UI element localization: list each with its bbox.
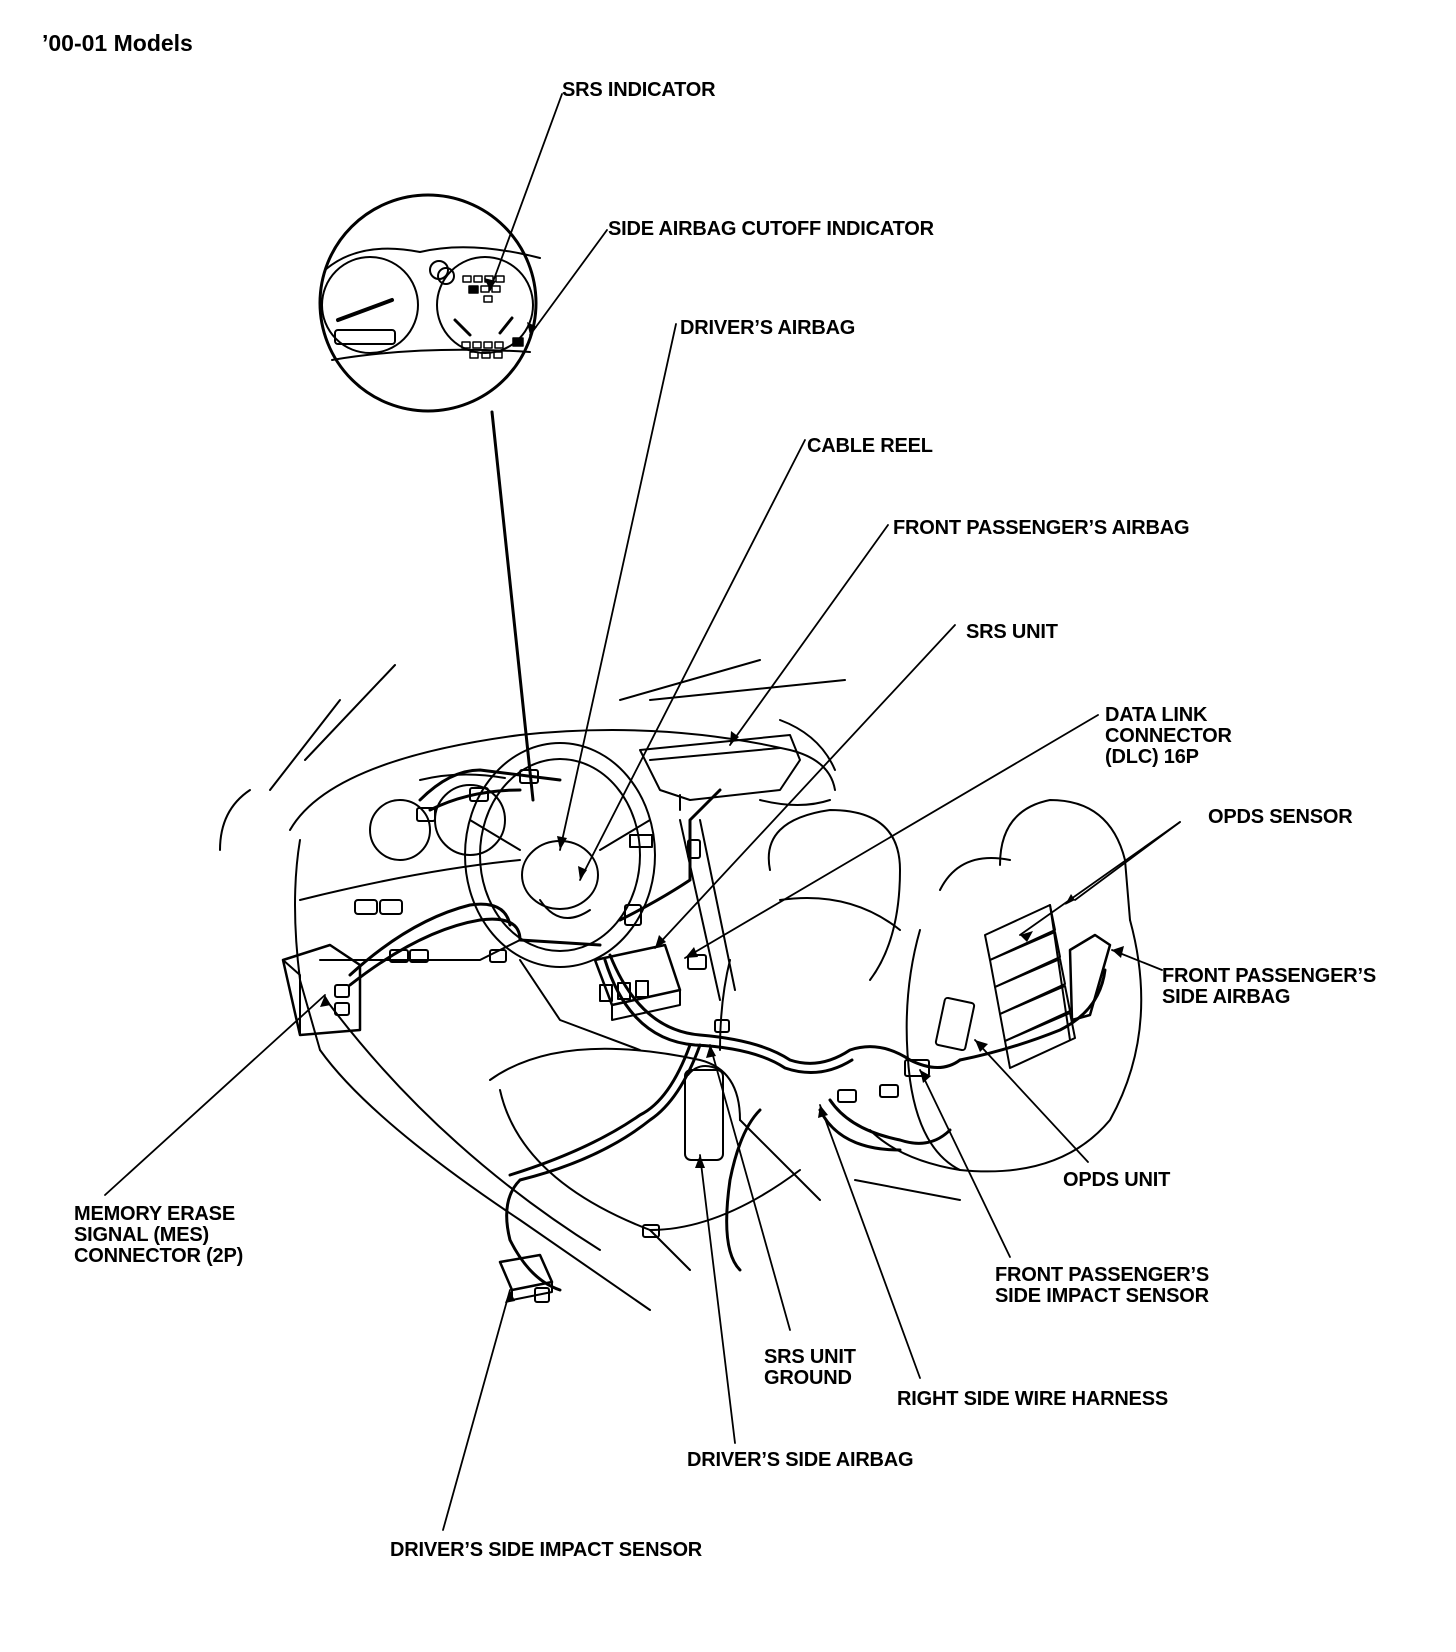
- leader-drivers-airbag: [559, 323, 677, 851]
- label-opds-unit: OPDS UNIT: [1063, 1169, 1171, 1191]
- label-srs-unit-ground: SRS UNIT GROUND: [764, 1346, 856, 1389]
- arrowheads: [320, 278, 1124, 1303]
- indicator-lamps: [461, 275, 524, 359]
- leader-front-passengers-airbag: [729, 524, 889, 746]
- leader-srs-unit: [654, 624, 956, 949]
- leader-mes-connector: [104, 994, 326, 1196]
- srs-unit-body: [593, 943, 682, 1021]
- instrument-cluster-inset: [318, 193, 541, 413]
- label-opds-sensor: OPDS SENSOR: [1208, 806, 1353, 828]
- opds-sensor-pad: [984, 904, 1076, 1069]
- wire-harness: [348, 768, 1107, 1292]
- passenger-seat: [854, 799, 1143, 1201]
- label-drivers-side-impact-sensor: DRIVER’S SIDE IMPACT SENSOR: [390, 1539, 703, 1561]
- label-cable-reel: CABLE REEL: [807, 435, 933, 457]
- driver-seat: [489, 809, 901, 1271]
- connectors: [334, 769, 930, 1238]
- label-data-link-connector: DATA LINK CONNECTOR (DLC) 16P: [1105, 704, 1232, 768]
- label-drivers-side-airbag: DRIVER’S SIDE AIRBAG: [687, 1449, 914, 1471]
- label-srs-unit: SRS UNIT: [966, 621, 1058, 643]
- dashboard-outline: [219, 659, 846, 1311]
- label-right-side-wire-harness: RIGHT SIDE WIRE HARNESS: [897, 1388, 1168, 1410]
- label-front-passengers-side-impact-sensor: FRONT PASSENGER’S SIDE IMPACT SENSOR: [995, 1264, 1210, 1307]
- label-drivers-airbag: DRIVER’S AIRBAG: [680, 317, 856, 339]
- leader-drivers-side-impact-sensor: [442, 1289, 511, 1531]
- inset-leader-line: [490, 410, 535, 802]
- label-srs-indicator: SRS INDICATOR: [562, 79, 716, 101]
- leader-drivers-side-airbag: [699, 1154, 736, 1444]
- leader-dlc: [684, 714, 1099, 959]
- leader-side-airbag-cutoff-indicator: [529, 229, 608, 336]
- label-side-airbag-cutoff-indicator: SIDE AIRBAG CUTOFF INDICATOR: [608, 218, 934, 240]
- leader-front-passengers-side-impact-sensor: [919, 1069, 1011, 1258]
- leader-opds-sensor-b: [1019, 821, 1181, 936]
- leader-cable-reel: [579, 439, 806, 881]
- leader-lines: [104, 93, 1181, 1531]
- label-front-passengers-side-airbag: FRONT PASSENGER’S SIDE AIRBAG: [1162, 965, 1377, 1008]
- leader-srs-unit-ground: [709, 1044, 791, 1331]
- label-front-passengers-airbag: FRONT PASSENGER’S AIRBAG: [893, 517, 1190, 539]
- mes-connector-box: [281, 943, 362, 1037]
- page-title: ’00-01 Models: [42, 30, 193, 56]
- leader-right-side-wire-harness: [819, 1104, 921, 1379]
- leader-opds-unit: [974, 1039, 1089, 1163]
- label-mes-connector: MEMORY ERASE SIGNAL (MES) CONNECTOR (2P): [74, 1203, 244, 1267]
- leader-srs-indicator: [489, 93, 563, 291]
